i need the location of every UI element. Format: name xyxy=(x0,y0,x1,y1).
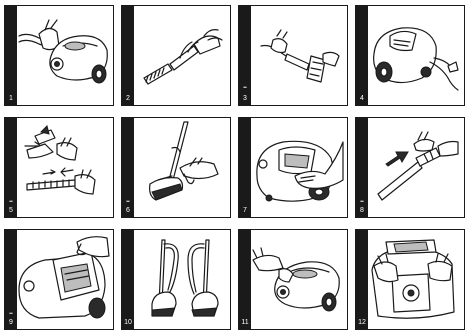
step-panel-3: •• 3 xyxy=(238,5,348,106)
step-panel-2: 2 xyxy=(121,5,231,106)
hose-release-illustration-icon xyxy=(356,118,463,216)
step-panel-9: •• 9 xyxy=(4,229,114,330)
step-panel-12: 12 xyxy=(355,229,465,330)
carry-handle-illustration-icon xyxy=(239,230,346,328)
telescopic-tube-adjust-illustration-icon xyxy=(5,118,112,216)
floor-nozzle-switch-illustration-icon xyxy=(122,118,229,216)
power-cord-illustration-icon xyxy=(356,6,463,104)
suction-control-illustration-icon xyxy=(239,118,346,216)
vacuum-hose-connect-illustration-icon xyxy=(5,6,112,104)
crevice-tool-attach-illustration-icon xyxy=(122,6,229,104)
handle-tube-connect-illustration-icon xyxy=(239,6,346,104)
step-panel-1: 1 xyxy=(4,5,114,106)
dust-bag-replace-illustration-icon xyxy=(356,230,463,328)
step-panel-10: 10 xyxy=(121,229,231,330)
step-panel-6: •• 6 xyxy=(121,117,231,218)
step-panel-8: •• 8 xyxy=(355,117,465,218)
step-panel-4: 4 xyxy=(355,5,465,106)
step-panel-5: •• 5 xyxy=(4,117,114,218)
step-panel-11: 11 xyxy=(238,229,348,330)
step-panel-7: 7 xyxy=(238,117,348,218)
dust-lid-open-illustration-icon xyxy=(5,230,112,328)
parking-storage-illustration-icon xyxy=(122,230,229,328)
